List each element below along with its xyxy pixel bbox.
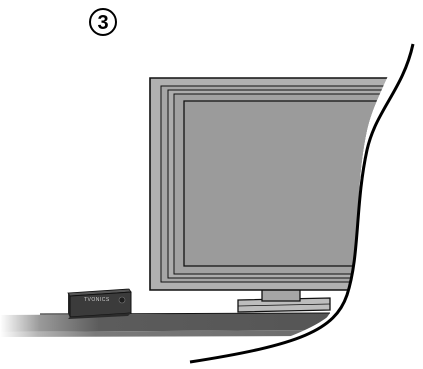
box-brand-label: TVONICS — [84, 297, 110, 303]
shelf-top — [0, 313, 330, 332]
box-power-button — [119, 297, 125, 303]
step-indicator: 3 — [90, 9, 116, 35]
step-number: 3 — [97, 12, 108, 34]
clipped-scene: TVONICS — [0, 78, 410, 337]
monitor — [150, 78, 410, 290]
box-body — [70, 292, 131, 317]
set-top-box: TVONICS — [68, 289, 131, 319]
shelf — [0, 313, 330, 337]
